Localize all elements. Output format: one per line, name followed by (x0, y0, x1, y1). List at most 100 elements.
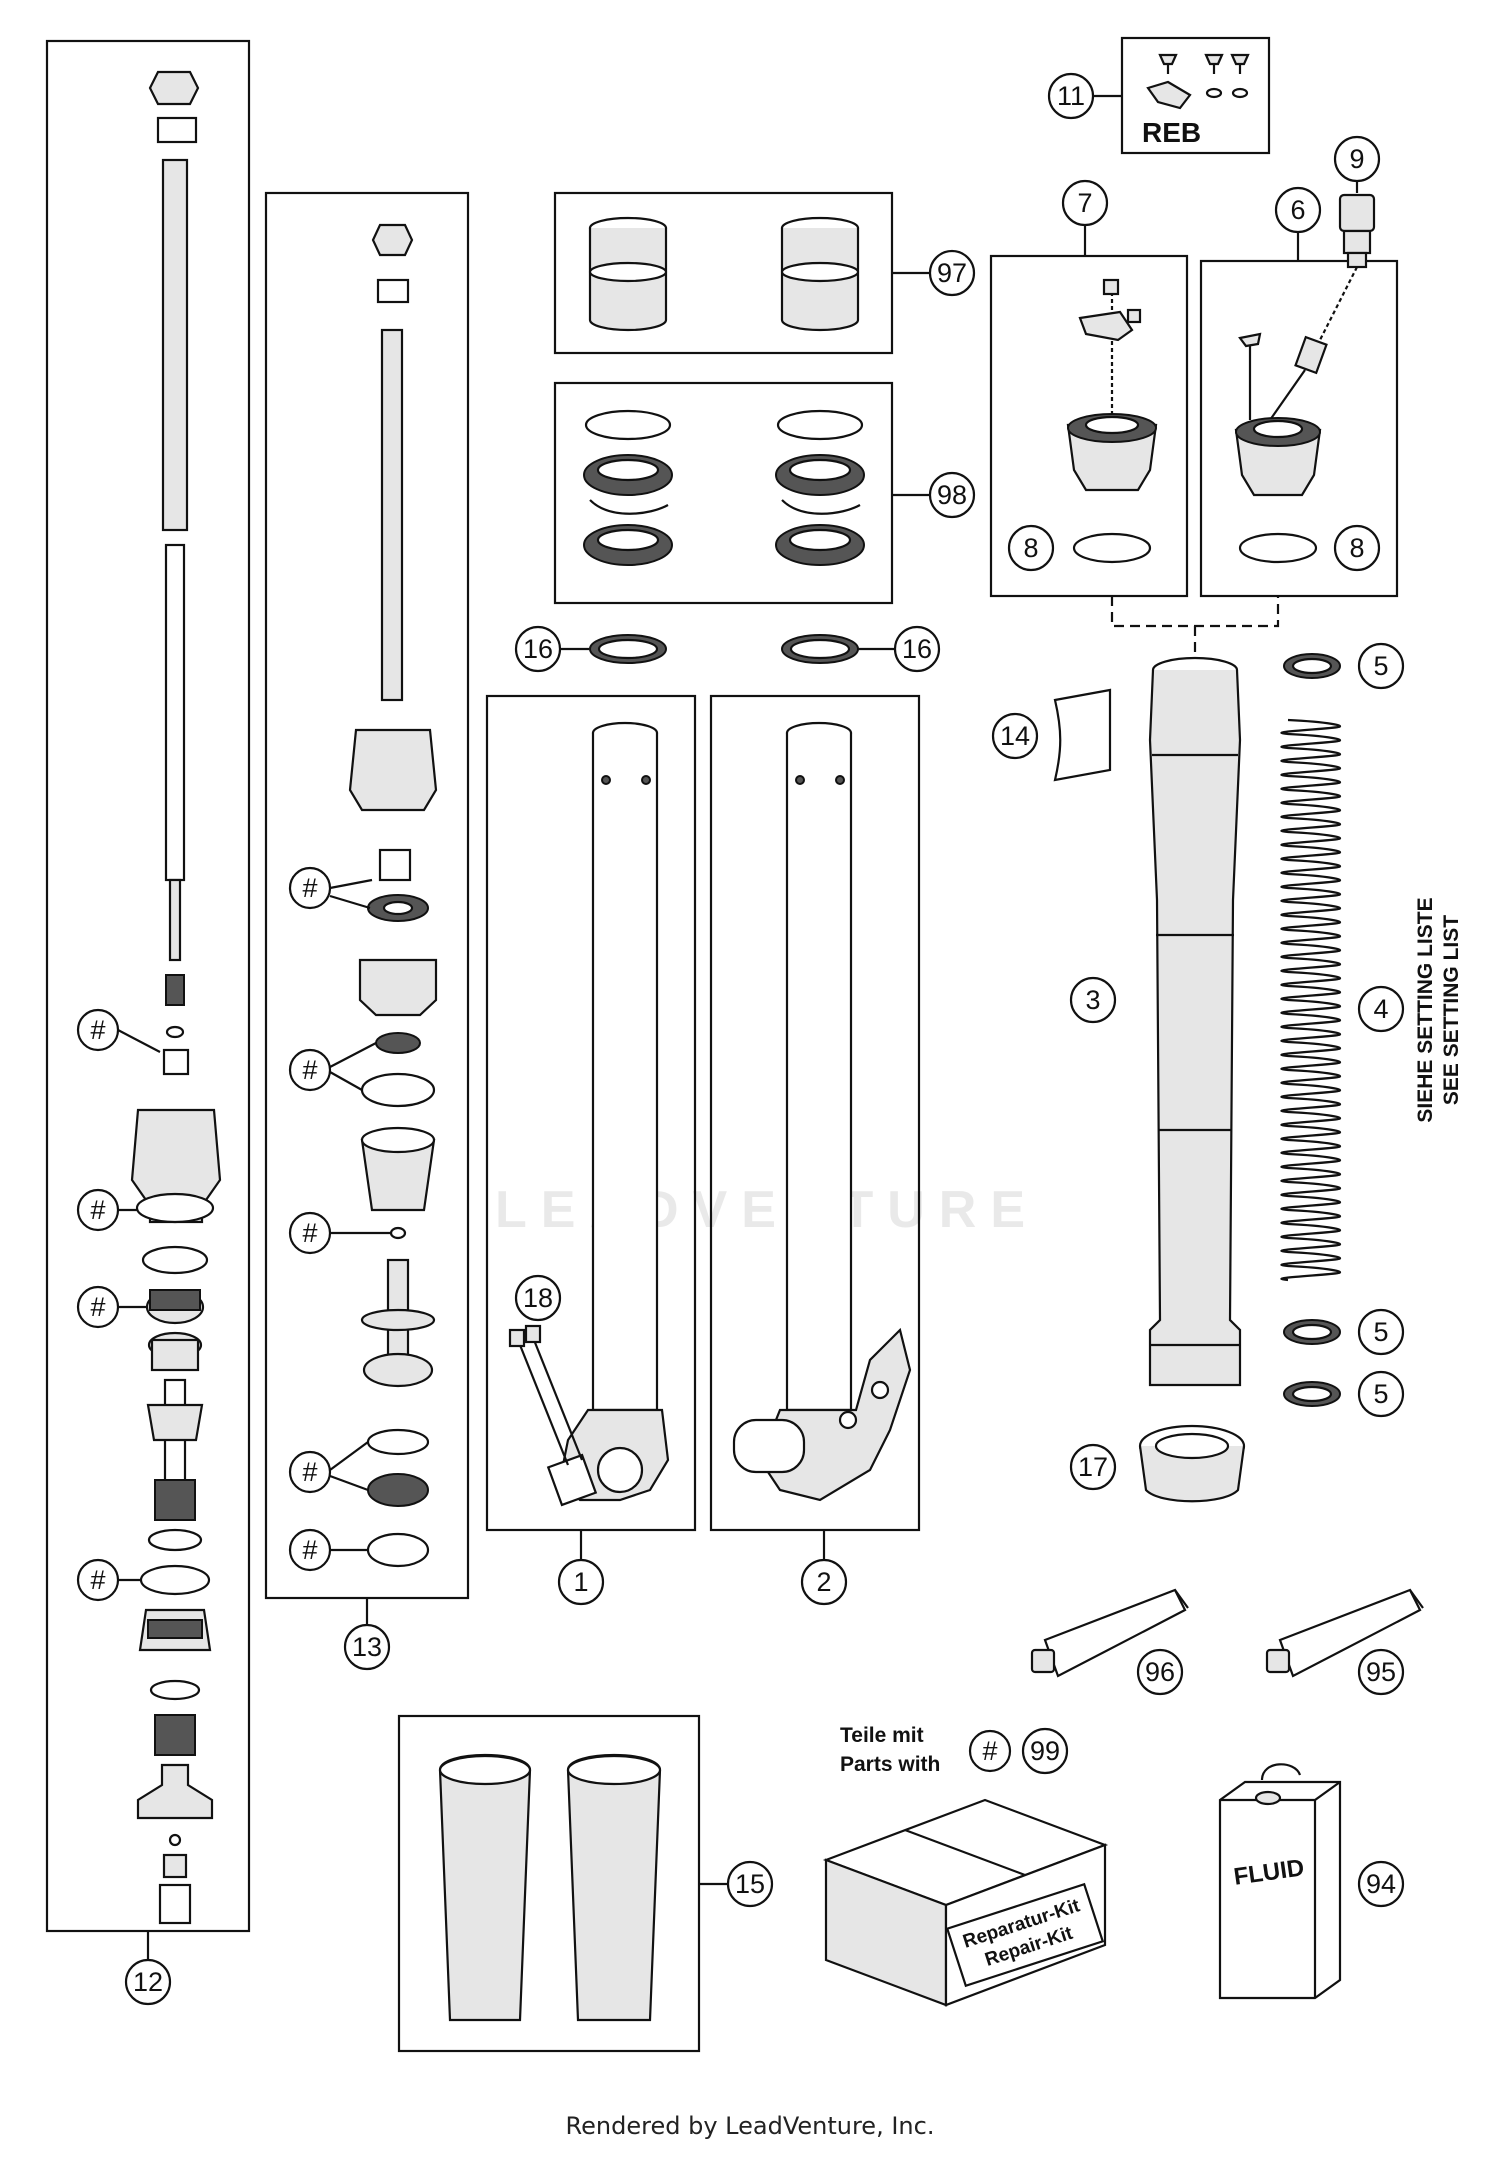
callout-2[interactable]: 2 (800, 1558, 848, 1606)
callout-hash-label: # (90, 1195, 105, 1225)
callout-12-label: 12 (133, 1967, 163, 1997)
watermark-text: LEADVENTURE (495, 1181, 1040, 1239)
assembly-2-group: 2 (709, 694, 921, 1606)
reb-label: REB (1142, 117, 1201, 148)
callout-5-label: 5 (1373, 651, 1388, 681)
part-95-grease-tube: 95 (1265, 1588, 1424, 1696)
callout-99[interactable]: 99 (1021, 1727, 1069, 1775)
callout-hash-label: # (302, 1535, 317, 1565)
callout-95-label: 95 (1366, 1657, 1396, 1687)
part-94-fluid-can: FLUID 94 (1218, 1763, 1405, 2000)
parts-with-english: Parts with (840, 1753, 940, 1776)
assembly-13-group: # # # # # 13 (264, 191, 470, 1671)
callout-hash-12d[interactable]: # (76, 1558, 141, 1602)
callout-99-label: 99 (1030, 1736, 1060, 1766)
part-3-inner-tube: 3 (1069, 656, 1242, 1387)
callout-hash-13a[interactable]: # (288, 866, 373, 910)
callout-hash-12c[interactable]: # (76, 1285, 147, 1329)
part-15-sleeve-left (438, 1753, 532, 2022)
callout-hash-label: # (302, 1457, 317, 1487)
parts-with-german: Teile mit (840, 1724, 924, 1747)
assembly-7-group: 7 8 (989, 179, 1189, 598)
callout-5-label: 5 (1373, 1379, 1388, 1409)
callout-4[interactable]: 4 (1357, 985, 1405, 1033)
callout-17[interactable]: 17 (1069, 1443, 1117, 1491)
assembly-2-frame (709, 694, 921, 1532)
part-6-cap (1234, 332, 1328, 564)
callout-5-mid[interactable]: 5 (1357, 1308, 1405, 1356)
setting-list-german: SIEHE SETTING LISTE (1414, 897, 1437, 1122)
assembly-15-group: 15 (397, 1714, 774, 2053)
callout-hash-label: # (90, 1015, 105, 1045)
callout-5-label: 5 (1373, 1317, 1388, 1347)
callout-98[interactable]: 98 (928, 471, 976, 519)
callout-6[interactable]: 6 (1274, 186, 1322, 234)
assembly-11-group: REB 11 (1047, 36, 1271, 155)
callout-hash-13b[interactable]: # (288, 1042, 377, 1092)
callout-hash-12a[interactable]: # (76, 1008, 161, 1053)
part-12-piston (130, 1108, 222, 1224)
callout-15-label: 15 (735, 1869, 765, 1899)
setting-list-english: SEE SETTING LIST (1440, 915, 1463, 1105)
callout-hash-label: # (302, 1218, 317, 1248)
part-4-spring: 4 (1280, 718, 1405, 1282)
assembly-7-frame (989, 254, 1189, 598)
callout-9[interactable]: 9 (1333, 135, 1381, 183)
assembly-1-group: 18 1 (485, 694, 697, 1606)
callout-15[interactable]: 15 (726, 1860, 774, 1908)
callout-hash-99[interactable]: # (968, 1729, 1012, 1773)
callout-18-label: 18 (523, 1283, 553, 1313)
footer-credit: Rendered by LeadVenture, Inc. (565, 2112, 935, 2140)
callout-11[interactable]: 11 (1047, 72, 1095, 120)
callout-16-left[interactable]: 16 (514, 625, 562, 673)
callout-6-label: 6 (1290, 195, 1305, 225)
callout-8-label: 8 (1023, 533, 1038, 563)
part-2-outer-tube (732, 721, 912, 1502)
callout-16-right[interactable]: 16 (893, 625, 941, 673)
callout-hash-13e[interactable]: # (288, 1528, 368, 1572)
callout-13[interactable]: 13 (343, 1623, 391, 1671)
part-98-seal-right (775, 409, 865, 566)
callout-hash-label: # (302, 873, 317, 903)
part-98-seal-left (583, 409, 673, 566)
callout-18[interactable]: 18 (514, 1274, 562, 1322)
part-96-grease-tube: 96 (1030, 1588, 1189, 1696)
callout-3-label: 3 (1085, 985, 1100, 1015)
callout-5-top[interactable]: 5 (1357, 642, 1405, 690)
callout-hash-13d[interactable]: # (288, 1441, 369, 1494)
assembly-1-frame (485, 694, 697, 1532)
callout-96-label: 96 (1145, 1657, 1175, 1687)
part-13-stack (348, 223, 438, 1568)
callout-95[interactable]: 95 (1357, 1648, 1405, 1696)
part-1-outer-tube (508, 721, 670, 1507)
callout-94[interactable]: 94 (1357, 1860, 1405, 1908)
callout-7[interactable]: 7 (1061, 179, 1109, 227)
callout-3[interactable]: 3 (1069, 976, 1117, 1024)
part-97-bushing-left (588, 216, 668, 332)
callout-96[interactable]: 96 (1136, 1648, 1184, 1696)
callout-7-label: 7 (1077, 188, 1092, 218)
part-12-nut (148, 70, 200, 144)
assembly-12-group: # # # # 12 (45, 39, 251, 2006)
callout-13-label: 13 (352, 1632, 382, 1662)
part-16-rings: 16 16 (514, 625, 941, 673)
assembly-6-group: 6 8 (1199, 186, 1399, 598)
callout-8-right[interactable]: 8 (1333, 524, 1381, 572)
callout-12[interactable]: 12 (124, 1958, 172, 2006)
setting-list-note: SIEHE SETTING LISTE SEE SETTING LIST (1414, 897, 1463, 1122)
callout-17-label: 17 (1078, 1452, 1108, 1482)
callout-14[interactable]: 14 (991, 712, 1039, 760)
assembly-97-group: 97 (553, 191, 976, 355)
callout-1[interactable]: 1 (557, 1558, 605, 1606)
callout-9-label: 9 (1349, 144, 1364, 174)
part-9-valve: 9 (1319, 135, 1381, 341)
callout-hash-12b[interactable]: # (76, 1188, 137, 1232)
callout-97[interactable]: 97 (928, 249, 976, 297)
callout-5-bottom[interactable]: 5 (1357, 1370, 1405, 1418)
callout-8-left[interactable]: 8 (1007, 524, 1055, 572)
part-99-repair-kit: Teile mit Parts with # 99 Reparatur-Kit … (822, 1724, 1109, 2007)
callout-hash-13c[interactable]: # (288, 1211, 390, 1255)
callout-2-label: 2 (816, 1567, 831, 1597)
callout-94-label: 94 (1366, 1869, 1396, 1899)
